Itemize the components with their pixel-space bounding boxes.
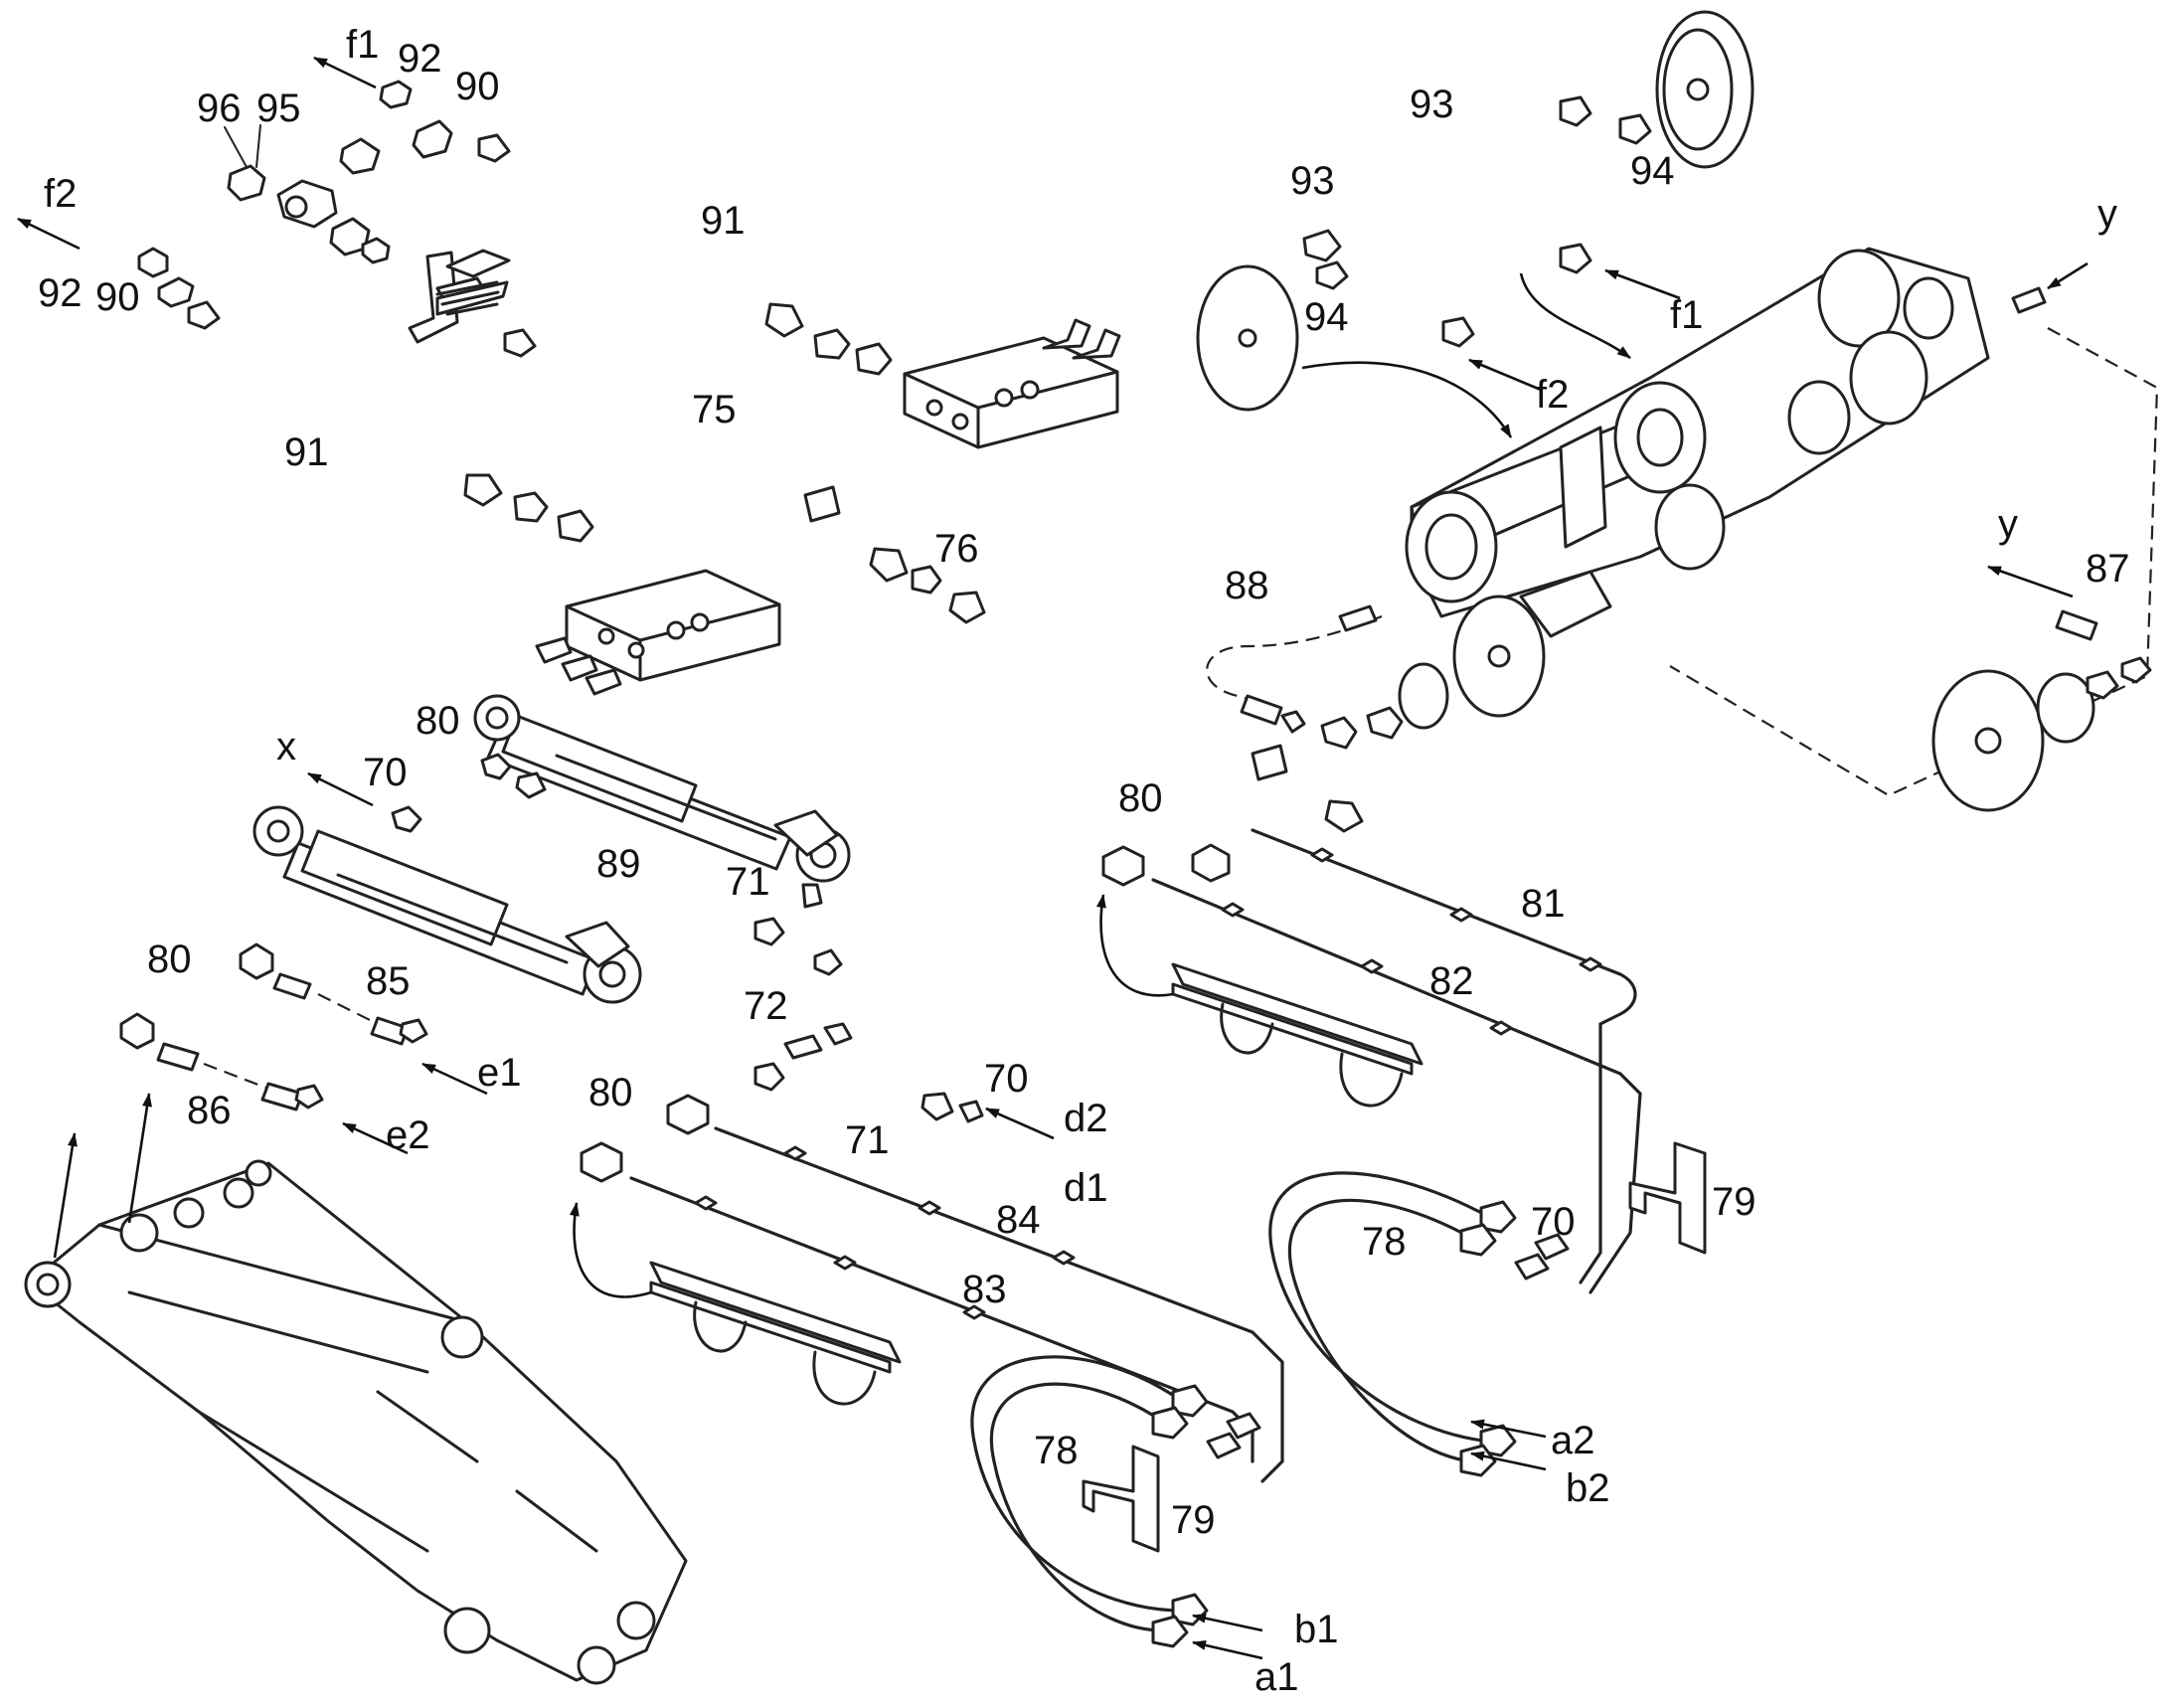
label-92-left: 92: [38, 271, 83, 315]
label-94-right: 94: [1630, 149, 1675, 193]
hose-91-lower: [187, 300, 594, 543]
hose-71-lower: [753, 1022, 984, 1123]
boom-arm: [24, 1093, 688, 1685]
hose-89: [391, 753, 590, 873]
rotator-assembly-88-87: [1206, 261, 2159, 812]
brackets-79: [1082, 1141, 1707, 1553]
port-a2: a2: [1551, 1419, 1595, 1462]
label-96: 96: [197, 86, 242, 130]
label-82: 82: [1429, 959, 1474, 1003]
port-f1-top-left: f1: [346, 23, 379, 67]
port-a1: a1: [1254, 1655, 1299, 1699]
rotator-housing: [1405, 247, 1990, 638]
hose-bundle-78-right: [1268, 1171, 1570, 1477]
valve-block-lower: [535, 569, 781, 696]
port-e2: e2: [386, 1113, 430, 1157]
port-y-top: y: [2097, 192, 2117, 236]
label-87: 87: [2086, 547, 2130, 591]
label-83: 83: [962, 1268, 1007, 1311]
label-70-x: 70: [363, 751, 408, 794]
label-71-lower: 71: [845, 1118, 890, 1162]
label-72: 72: [744, 984, 788, 1028]
label-80-lower-rail: 80: [588, 1071, 633, 1114]
label-92-top: 92: [398, 37, 442, 81]
port-arrows: [17, 56, 2074, 1660]
label-70-d: 70: [984, 1057, 1029, 1101]
valve-block-upper: [903, 318, 1121, 449]
port-d2: d2: [1064, 1097, 1108, 1140]
hose-bundle-78-left: [970, 1355, 1261, 1648]
label-78-left: 78: [1034, 1429, 1079, 1472]
port-x: x: [276, 725, 296, 769]
label-90-top: 90: [455, 65, 500, 108]
label-91-upper: 91: [701, 199, 746, 243]
callout-labels: 96 95 92 90 92 90 91 91 75 76 93 93 94 9…: [38, 37, 2130, 1542]
label-86: 86: [187, 1089, 232, 1132]
leader-lines: [224, 124, 261, 168]
label-93-left: 93: [1290, 159, 1335, 203]
port-b2: b2: [1566, 1466, 1610, 1510]
pipes-83-84: [580, 1094, 1284, 1483]
port-f2-top-left: f2: [44, 172, 77, 216]
label-95: 95: [256, 86, 301, 130]
port-y-lower: y: [1998, 502, 2018, 546]
label-76: 76: [934, 527, 979, 571]
label-71-upper: 71: [726, 860, 770, 904]
label-81: 81: [1521, 882, 1566, 926]
label-79-left: 79: [1171, 1498, 1216, 1542]
label-78-right: 78: [1362, 1220, 1407, 1264]
label-94-left: 94: [1304, 295, 1349, 339]
label-80-upper-rail: 80: [1118, 776, 1163, 820]
label-84: 84: [996, 1198, 1041, 1242]
cylinder-upper: [473, 694, 851, 883]
label-91-lower: 91: [284, 430, 329, 474]
label-85: 85: [366, 959, 411, 1003]
port-f2-right: f2: [1536, 373, 1569, 417]
label-93-top: 93: [1410, 83, 1454, 126]
end-plate-left: [1196, 264, 1513, 438]
label-80-bolts: 80: [147, 938, 192, 981]
cylinder-lower: [252, 805, 642, 1004]
label-89: 89: [596, 842, 641, 886]
clamp-rail-upper: [1095, 894, 1423, 1108]
hoses-93: [1302, 95, 1652, 360]
pipes-81-82: [1101, 828, 1642, 1294]
port-labels: f1 f2 f1 f2 y y x e1 e2 d2 d1 a2 b2 b1 a…: [44, 23, 2117, 1699]
label-79-right: 79: [1712, 1180, 1756, 1224]
label-70-right: 70: [1531, 1200, 1576, 1244]
fitting-cluster-top-left: [137, 80, 509, 344]
port-d1: d1: [1064, 1166, 1108, 1210]
port-b1: b1: [1294, 1608, 1339, 1651]
port-e1: e1: [477, 1051, 522, 1095]
label-75: 75: [692, 388, 737, 431]
pipe-75: [445, 249, 1364, 833]
end-plate-top-right: [1655, 10, 1755, 169]
hose-71-upper: [665, 866, 843, 976]
label-90-left: 90: [95, 275, 140, 319]
clamp-rail-lower: [569, 1202, 902, 1406]
label-80-cyl: 80: [416, 699, 460, 743]
bolt-set-85-86: [119, 942, 428, 1111]
label-88: 88: [1225, 564, 1269, 607]
hose-91-upper: [477, 133, 893, 376]
port-f1-right: f1: [1670, 293, 1703, 337]
